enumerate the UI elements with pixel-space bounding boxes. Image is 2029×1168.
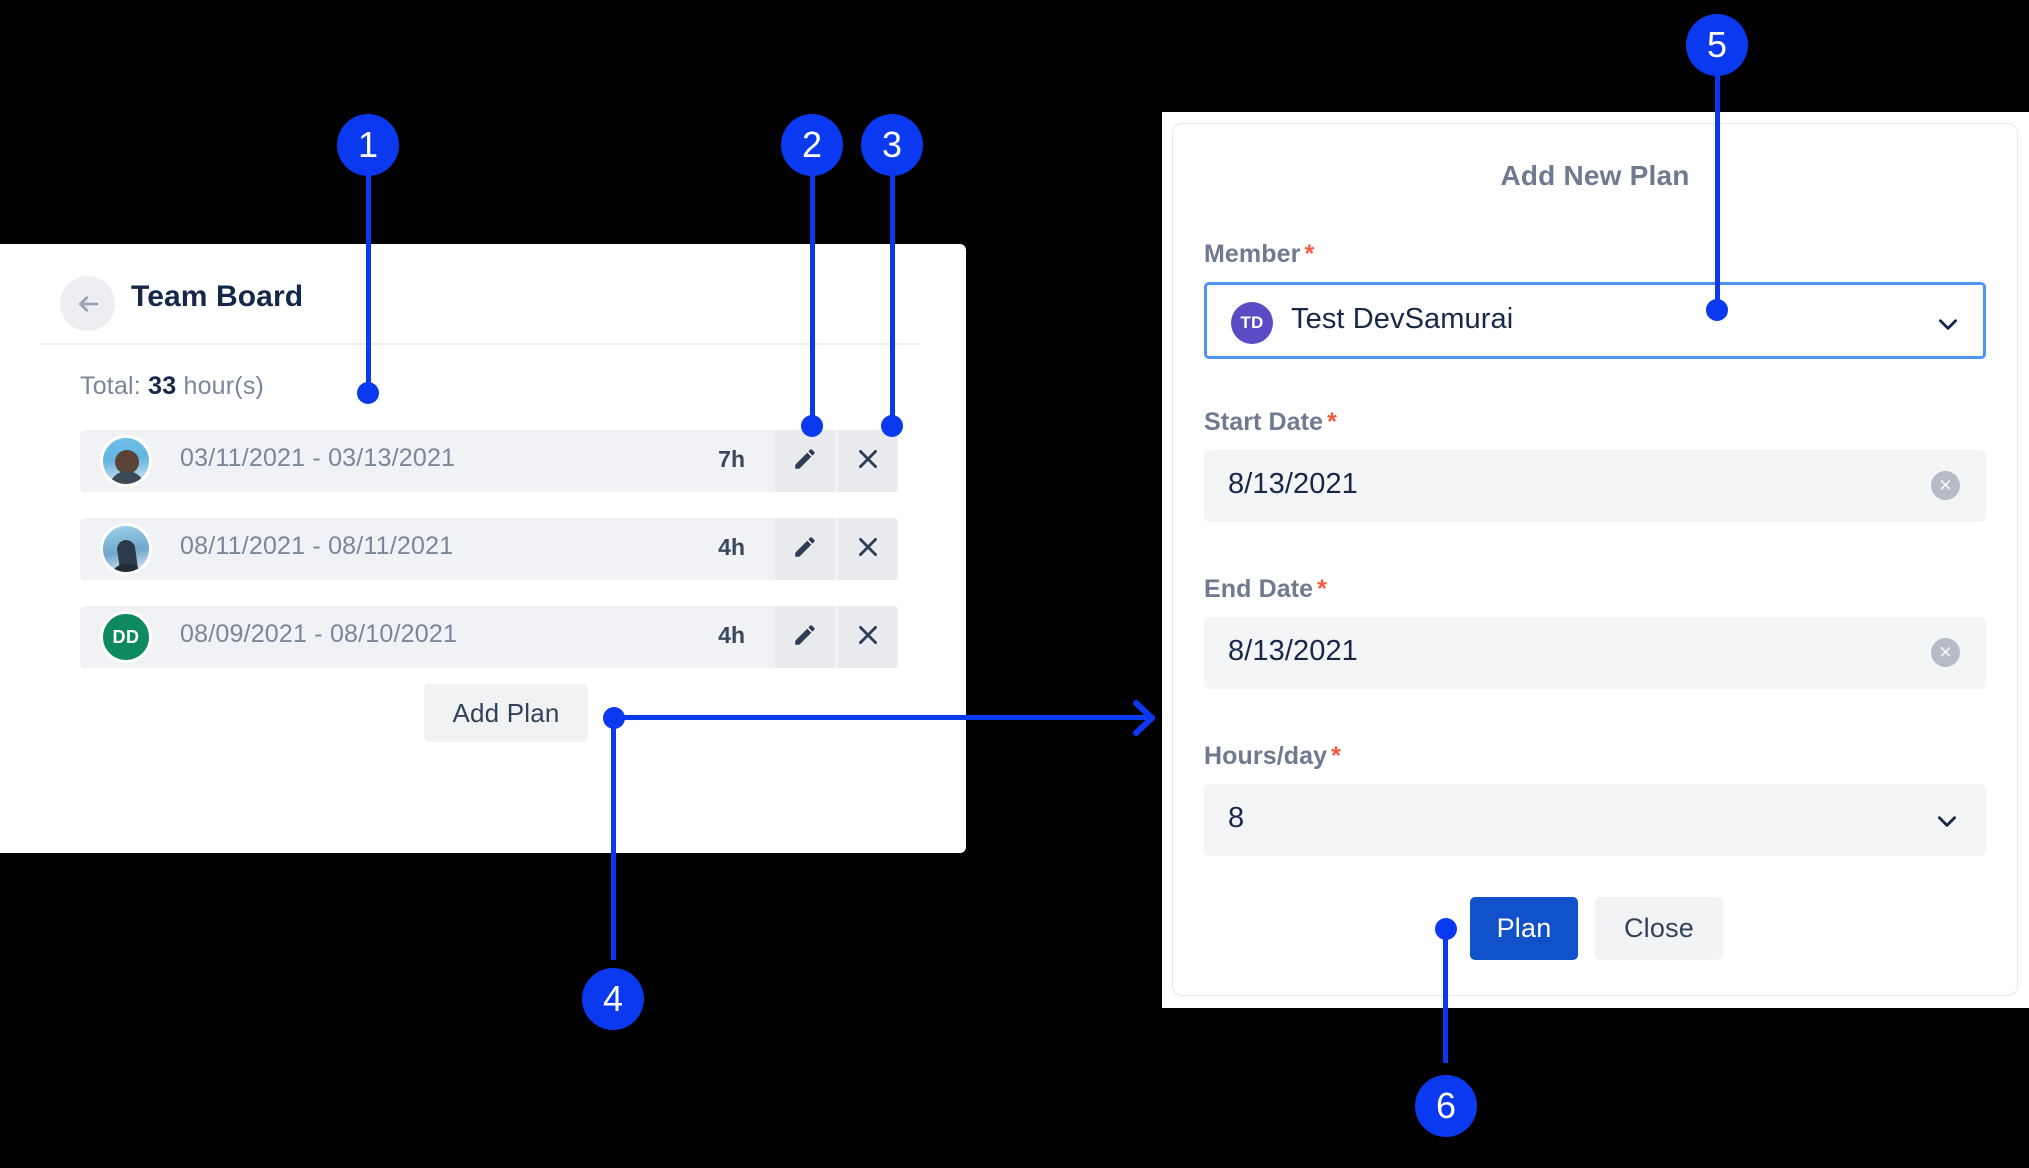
pencil-icon — [792, 534, 818, 565]
table-row[interactable]: 03/11/2021 - 03/13/2021 7h — [80, 430, 898, 492]
hours-per-day-select[interactable]: 8 — [1204, 784, 1986, 856]
avatar: TD — [1231, 302, 1273, 344]
arrow-left-icon — [73, 289, 103, 319]
end-date-value: 8/13/2021 — [1228, 635, 1358, 667]
arrow-head-icon — [1133, 700, 1155, 736]
callout-badge-3: 3 — [861, 114, 923, 176]
page-title: Team Board — [131, 280, 304, 313]
clear-circle-icon[interactable]: ✕ — [1931, 638, 1960, 667]
hours-per-day-label: Hours/day* — [1204, 742, 1341, 771]
delete-plan-button[interactable] — [838, 518, 898, 580]
required-asterisk: * — [1331, 742, 1341, 770]
back-button[interactable] — [60, 276, 115, 331]
start-date-input[interactable]: 8/13/2021 ✕ — [1204, 450, 1986, 522]
callout-badge-6: 6 — [1415, 1075, 1477, 1137]
close-x-icon — [855, 446, 881, 477]
member-label: Member* — [1204, 240, 1314, 269]
edit-plan-button[interactable] — [775, 430, 835, 492]
avatar — [100, 435, 152, 487]
callout-badge-2: 2 — [781, 114, 843, 176]
required-asterisk: * — [1304, 240, 1315, 268]
pencil-icon — [792, 622, 818, 653]
plan-hours: 7h — [718, 446, 745, 472]
chevron-down-icon[interactable] — [1935, 311, 1961, 342]
clear-circle-icon[interactable]: ✕ — [1931, 471, 1960, 500]
add-plan-button[interactable]: Add Plan — [424, 684, 588, 742]
member-selected-value: Test DevSamurai — [1291, 303, 1514, 335]
total-hours-label: Total: 33 hour(s) — [80, 372, 264, 401]
avatar — [100, 523, 152, 575]
close-x-icon — [855, 534, 881, 565]
end-date-input[interactable]: 8/13/2021 ✕ — [1204, 617, 1986, 689]
start-date-label: Start Date* — [1204, 408, 1337, 437]
plan-submit-button[interactable]: Plan — [1470, 897, 1578, 960]
plan-date-range: 03/11/2021 - 03/13/2021 — [180, 444, 456, 472]
plan-hours: 4h — [718, 534, 745, 560]
required-asterisk: * — [1327, 408, 1337, 436]
required-asterisk: * — [1317, 575, 1327, 603]
table-row[interactable]: 08/11/2021 - 08/11/2021 4h — [80, 518, 898, 580]
hours-per-day-label-text: Hours/day — [1204, 742, 1328, 770]
edit-plan-button[interactable] — [775, 606, 835, 668]
header-divider — [40, 343, 920, 345]
start-date-label-text: Start Date — [1204, 408, 1324, 436]
callout-badge-4: 4 — [582, 968, 644, 1030]
plan-hours: 4h — [718, 622, 745, 648]
callout-badge-5: 5 — [1686, 14, 1748, 76]
close-x-icon — [855, 622, 881, 653]
member-select[interactable]: TD Test DevSamurai — [1204, 282, 1986, 359]
avatar: DD — [100, 611, 152, 663]
delete-plan-button[interactable] — [838, 430, 898, 492]
dialog-title: Add New Plan — [1500, 160, 1690, 191]
member-label-text: Member — [1204, 240, 1301, 268]
plan-date-range: 08/09/2021 - 08/10/2021 — [180, 620, 458, 648]
edit-plan-button[interactable] — [775, 518, 835, 580]
total-suffix: hour(s) — [176, 372, 265, 400]
start-date-value: 8/13/2021 — [1228, 468, 1358, 500]
plan-date-range: 08/11/2021 - 08/11/2021 — [180, 532, 454, 560]
end-date-label-text: End Date — [1204, 575, 1314, 603]
table-row[interactable]: DD 08/09/2021 - 08/10/2021 4h — [80, 606, 898, 668]
hours-per-day-value: 8 — [1228, 802, 1245, 834]
pencil-icon — [792, 446, 818, 477]
total-value: 33 — [148, 372, 177, 400]
chevron-down-icon[interactable] — [1934, 808, 1960, 839]
delete-plan-button[interactable] — [838, 606, 898, 668]
close-dialog-button[interactable]: Close — [1595, 897, 1723, 960]
total-prefix: Total: — [80, 372, 149, 400]
callout-badge-1: 1 — [337, 114, 399, 176]
end-date-label: End Date* — [1204, 575, 1327, 604]
